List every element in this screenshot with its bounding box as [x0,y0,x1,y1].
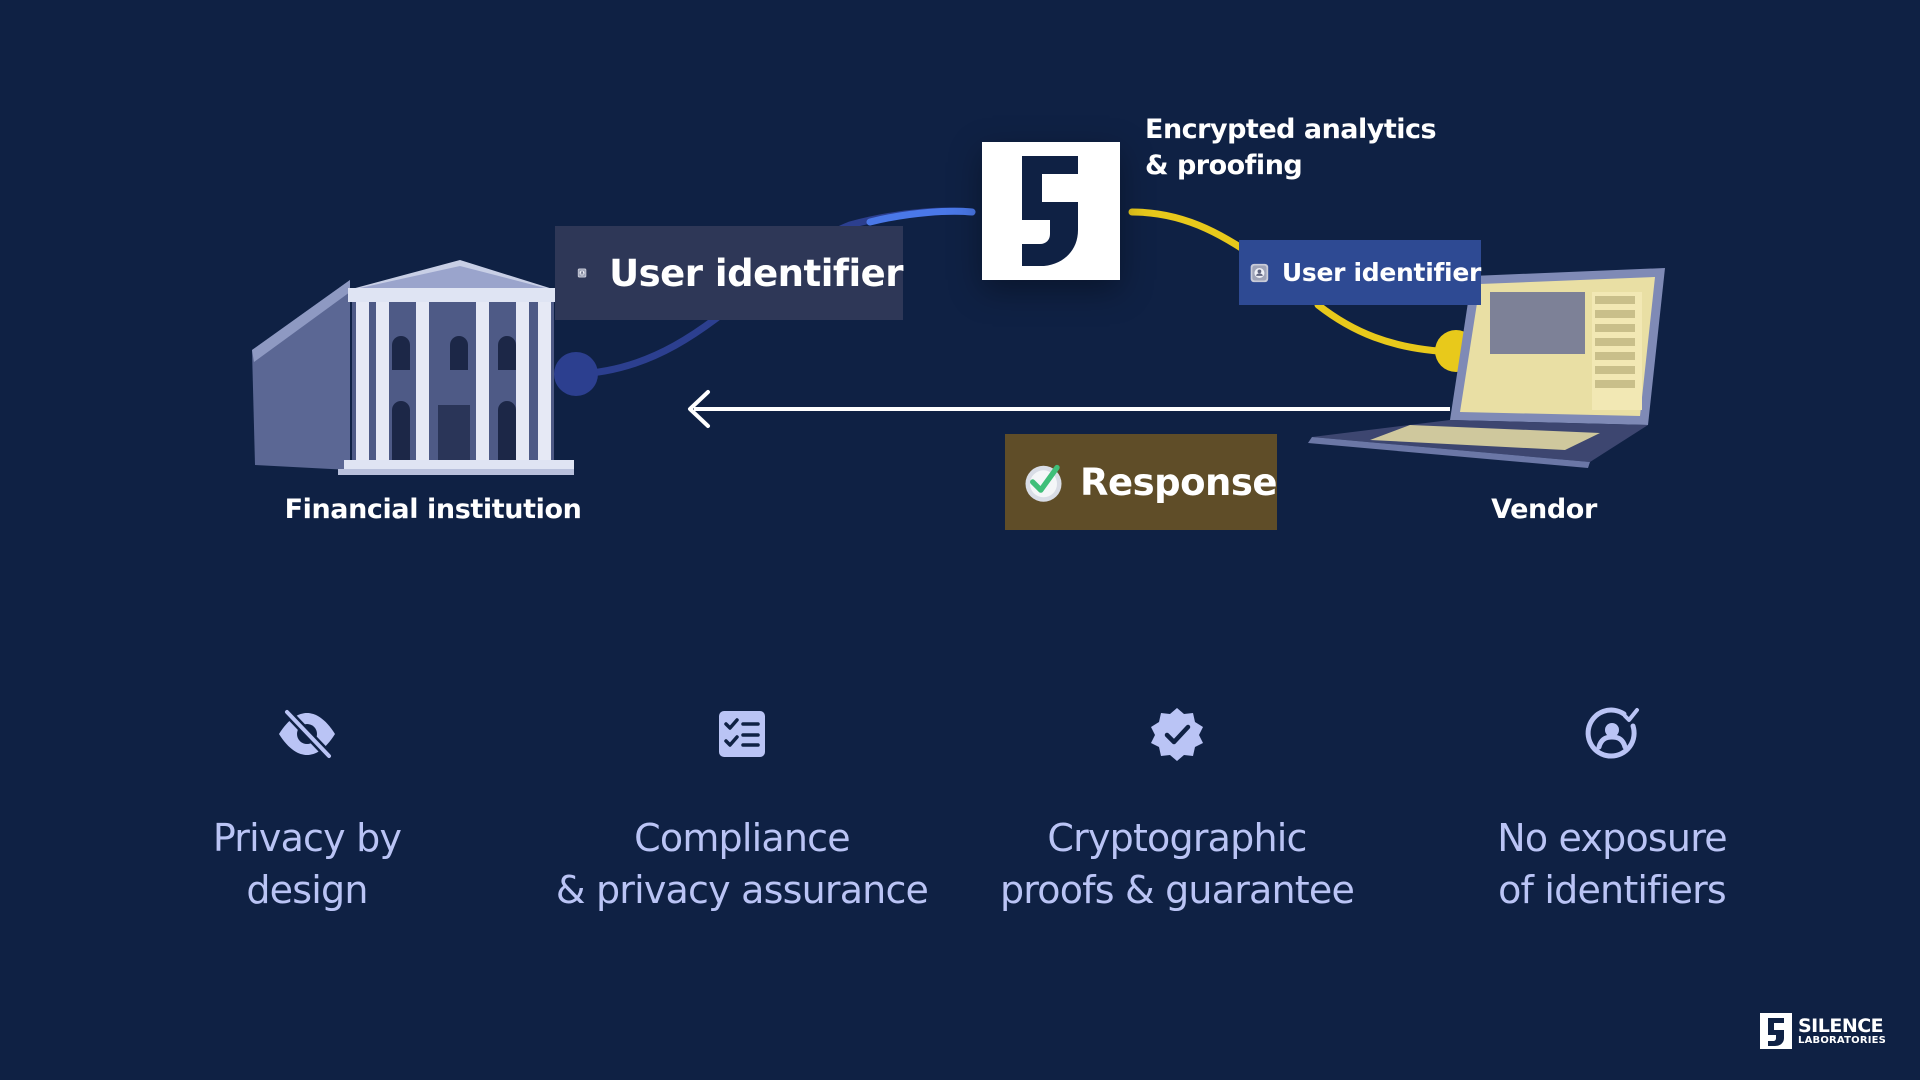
feature-text-line: No exposure [1497,816,1727,860]
feature-privacy-by-design: Privacy by design [97,700,517,916]
brand-sub: LABORATORIES [1798,1034,1887,1046]
user-identifier-chip-right: User identifier [1239,240,1481,305]
verified-badge-icon [1151,708,1203,761]
bank-building-illustration [252,260,574,475]
user-id-card-icon [1250,263,1269,282]
feature-text-line: Cryptographic [1047,816,1307,860]
feature-text-line: Compliance [634,816,850,860]
vendor-label: Vendor [1491,494,1597,525]
feature-text-line: & privacy assurance [555,868,929,912]
laptop-illustration [1308,268,1665,468]
user-target-icon [1585,707,1639,759]
center-label-line-1: Encrypted analytics [1145,114,1437,145]
node-dot-blue [554,352,598,396]
silence-logo-icon [1022,156,1078,266]
feature-text-line: of identifiers [1498,868,1727,912]
check-circle-icon [1025,464,1062,502]
user-id-card-icon [577,268,587,278]
center-label: Encrypted analytics & proofing [1145,112,1465,184]
eye-off-icon [279,708,335,760]
response-arrow-head [688,390,710,428]
feature-text-line: Privacy by [212,816,402,860]
response-chip: Response [1005,434,1277,530]
feature-no-exposure: No exposure of identifiers [1402,700,1822,916]
user-identifier-label-left: User identifier [609,251,903,295]
feature-cryptographic-proofs: Cryptographic proofs & guarantee [967,700,1387,916]
center-label-line-2: & proofing [1145,150,1303,181]
response-label: Response [1080,460,1277,504]
financial-institution-label: Financial institution [284,494,582,525]
feature-text-line: design [246,868,368,912]
user-identifier-chip-left: User identifier [555,226,903,320]
brand-name: SILENCE [1798,1014,1884,1037]
user-identifier-label-right: User identifier [1281,258,1481,287]
feature-compliance: Compliance & privacy assurance [532,700,952,916]
center-logo-box [982,142,1120,280]
flow-line-blue-bright [866,207,976,226]
checklist-icon [719,711,765,757]
feature-text-line: proofs & guarantee [999,868,1355,912]
brand-mark-icon [1760,1013,1792,1049]
brand-logo: SILENCE LABORATORIES [1760,1013,1886,1049]
